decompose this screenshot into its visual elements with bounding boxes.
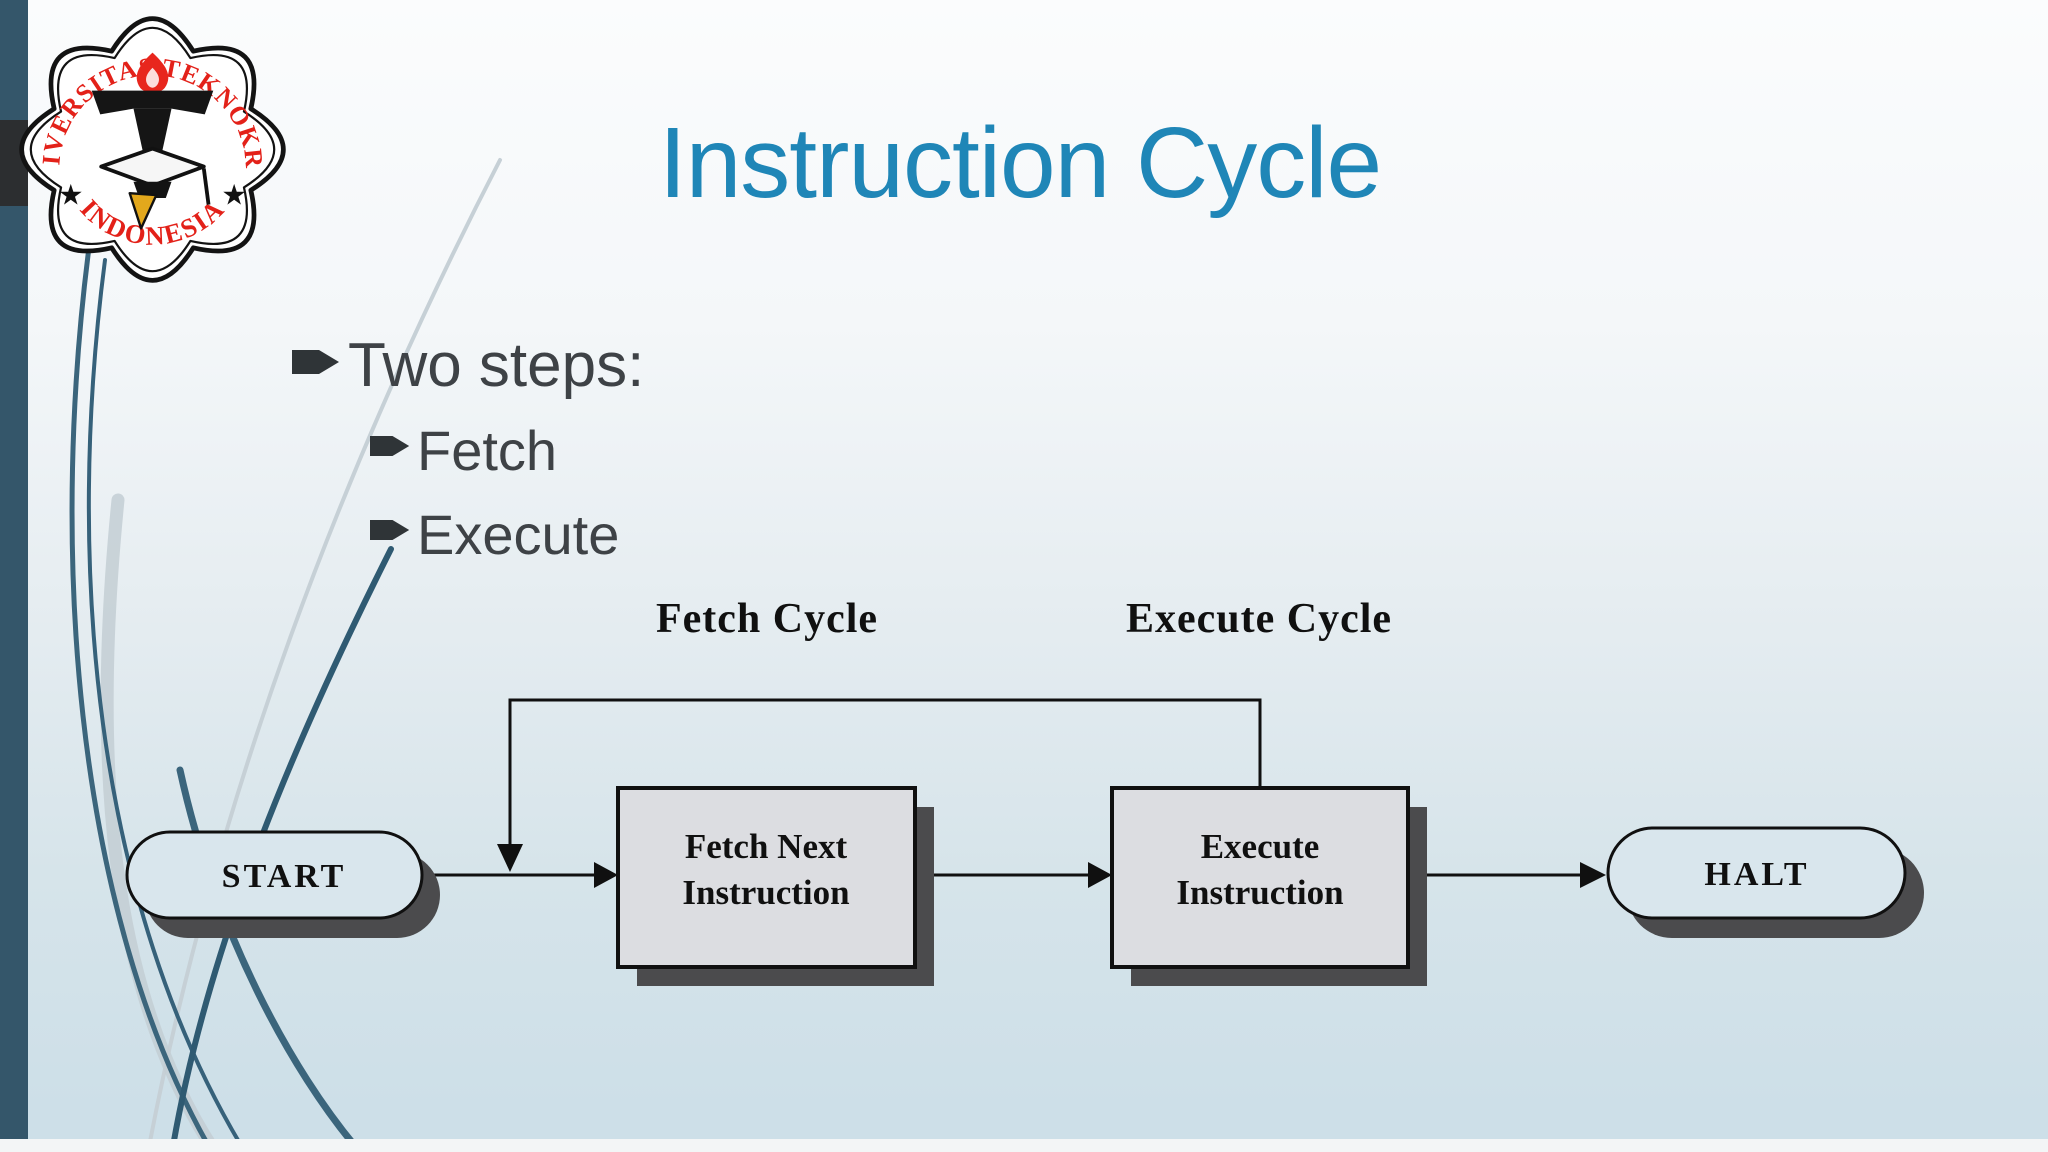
- logo-star-left: ★: [58, 180, 84, 212]
- teal-curve-1: [69, 222, 215, 1152]
- bullet-text-two-steps: Two steps:: [348, 331, 645, 400]
- start-node: [125, 830, 424, 920]
- logo-t-bar: [91, 90, 214, 115]
- bullet-text-fetch: Fetch: [417, 419, 558, 482]
- arrow-bullet-icon: [292, 350, 339, 374]
- arrow-bullet-icon: [370, 520, 410, 540]
- logo-flower-inner-line: [29, 26, 276, 273]
- fetch-cycle-label: Fetch Cycle: [656, 596, 878, 642]
- university-logo: UNIVERSITAS TEKNOKRAT INDONESIA ★ ★: [10, 2, 286, 283]
- execute-cycle-label: Execute Cycle: [1126, 596, 1392, 642]
- execute-box-label-line1: Execute: [1201, 827, 1320, 866]
- logo-cap-tassel: [201, 168, 211, 205]
- halt-node: [1606, 826, 1907, 920]
- fetch-box: [616, 786, 917, 969]
- slide-title: Instruction Cycle: [658, 107, 1382, 219]
- logo-graduation-cap-icon: [99, 146, 206, 188]
- logo-flame-inner: [146, 67, 159, 88]
- bullet-item-fetch: Fetch: [370, 418, 557, 483]
- logo-t-stem: [133, 108, 172, 183]
- fetch-box-label-line1: Fetch Next: [685, 827, 848, 866]
- light-curve-thin: [146, 158, 502, 1152]
- fetch-box-label-line2: Instruction: [682, 873, 849, 912]
- arrowhead-into-halt-icon: [1580, 862, 1606, 888]
- start-node-label: START: [222, 858, 347, 895]
- logo-star-right: ★: [221, 180, 247, 212]
- teal-curve-2: [86, 258, 247, 1152]
- execute-box-label-line2: Instruction: [1176, 873, 1343, 912]
- feedback-loop-line: [508, 698, 1262, 846]
- halt-node-label: HALT: [1704, 856, 1809, 893]
- bullet-item-two-steps: Two steps:: [292, 330, 644, 401]
- logo-pen-nib-icon: [128, 192, 158, 230]
- feedback-arrowhead-down-icon: [497, 844, 523, 872]
- bullet-item-execute: Execute: [370, 502, 619, 567]
- bottom-white-strip: [0, 1139, 2048, 1152]
- arrowhead-into-execute-icon: [1088, 862, 1112, 888]
- bullet-text-execute: Execute: [417, 503, 620, 566]
- arrowhead-into-fetch-icon: [594, 862, 618, 888]
- arrow-bullet-icon: [370, 436, 410, 456]
- execute-box: [1110, 786, 1410, 969]
